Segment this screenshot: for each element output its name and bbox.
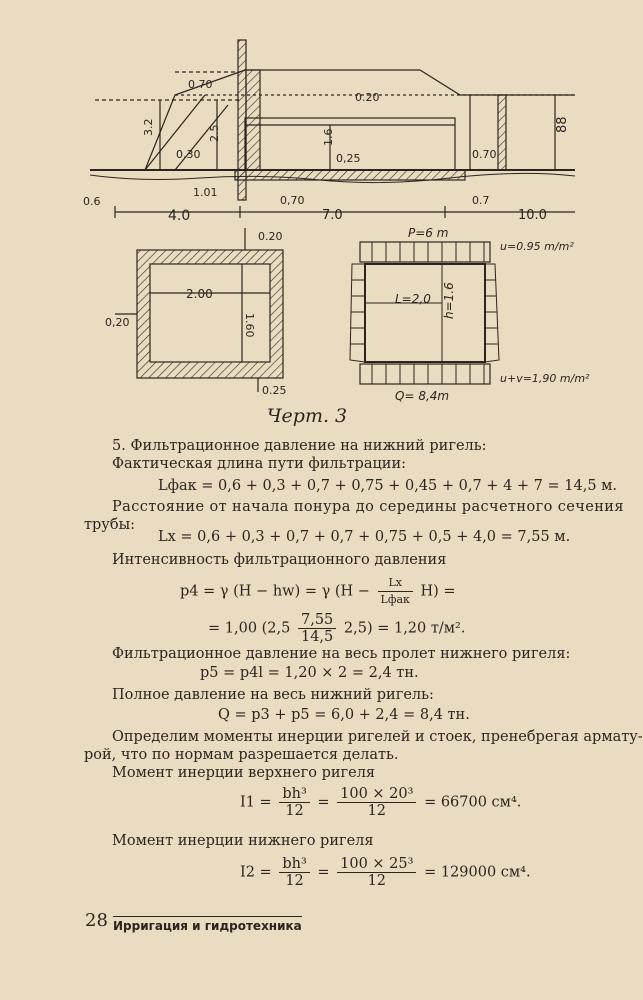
fraction-denominator: 12 bbox=[285, 873, 304, 889]
text-line: Момент инерции верхнего ригеля bbox=[112, 765, 376, 781]
section-025: 0.25 bbox=[262, 384, 287, 397]
pipe-cross-section bbox=[115, 228, 284, 392]
dim-030: 0,30 bbox=[176, 148, 201, 161]
dim-101: 1.01 bbox=[193, 186, 218, 199]
section-labels: 0.20 2.00 1.60 0,20 0.25 bbox=[105, 230, 287, 397]
dim-020: 0.20 bbox=[355, 91, 380, 104]
dim-100: 10.0 bbox=[518, 208, 547, 223]
formula-lfak: Lфак = 0,6 + 0,3 + 0,7 + 0,75 + 0,45 + 0… bbox=[158, 478, 618, 494]
fraction-denominator: 14,5 bbox=[300, 629, 334, 645]
formula-lx: Lx = 0,6 + 0,3 + 0,7 + 0,7 + 0,75 + 0,5 … bbox=[158, 529, 571, 545]
text-line: Фактическая длина пути фильтрации: bbox=[112, 456, 407, 472]
page-number: 28 bbox=[85, 910, 108, 931]
dim-40: 4.0 bbox=[168, 208, 190, 224]
dim-070b: 0,70 bbox=[280, 194, 305, 207]
engineering-drawing: 0.70 3.2 2.5 0,30 1.01 0.20 1.6 0,25 0,7… bbox=[83, 39, 590, 403]
text-line: Полное давление на весь нижний ригель: bbox=[112, 687, 434, 703]
dim-88: 88 bbox=[555, 116, 570, 133]
formula-part: = bbox=[317, 794, 330, 811]
frame-load-uv: u+v=1,90 m/m² bbox=[500, 372, 590, 385]
dim-070c: 0.70 bbox=[472, 148, 497, 161]
frame-load-diagram bbox=[349, 241, 500, 385]
formula-part: p4 = γ (H − hw) = γ (H − bbox=[180, 583, 370, 600]
formula-part: = 129000 см⁴. bbox=[424, 864, 531, 881]
dim-070: 0.70 bbox=[188, 78, 213, 91]
section-200: 2.00 bbox=[186, 287, 213, 301]
dim-70: 7.0 bbox=[322, 208, 343, 223]
formula-part: I2 = bbox=[240, 864, 272, 881]
longitudinal-profile bbox=[89, 39, 576, 218]
fraction-numerator: 100 × 20³ bbox=[337, 786, 417, 803]
frame-load-p: P=6 m bbox=[408, 226, 448, 240]
dim-32: 3.2 bbox=[142, 119, 155, 137]
text-line: Расстояние от начала понура до середины … bbox=[112, 499, 624, 515]
figure-caption: Черт. 3 bbox=[266, 405, 348, 427]
section-020-top: 0.20 bbox=[258, 230, 283, 243]
formula-part: 2,5) = 1,20 т/м². bbox=[343, 620, 466, 637]
formula-part: H) = bbox=[420, 583, 456, 600]
profile-labels: 0.70 3.2 2.5 0,30 1.01 0.20 1.6 0,25 0,7… bbox=[83, 78, 570, 224]
frame-load-u: u=0.95 m/m² bbox=[500, 240, 574, 253]
dim-25: 2.5 bbox=[208, 125, 221, 143]
frame-span-l: L=2,0 bbox=[395, 292, 431, 306]
formula-part: I1 = bbox=[240, 794, 272, 811]
fraction-numerator: 7,55 bbox=[297, 612, 337, 629]
formula-p5: p5 = p4l = 1,20 × 2 = 2,4 тн. bbox=[200, 665, 419, 681]
paragraph-heading: 5. Фильтрационное давление на нижний риг… bbox=[112, 438, 487, 454]
text-line: Определим моменты инерции ригелей и стое… bbox=[112, 729, 643, 745]
dim-16: 1.6 bbox=[322, 129, 335, 147]
running-footer-title: Ирригация и гидротехника bbox=[113, 916, 302, 933]
dim-025: 0,25 bbox=[336, 152, 361, 165]
fraction-numerator: bh³ bbox=[279, 786, 310, 803]
frame-load-q: Q= 8,4m bbox=[395, 389, 449, 403]
fraction-numerator: Lx bbox=[377, 575, 413, 592]
section-160: 1.60 bbox=[243, 313, 256, 338]
section-020-side: 0,20 bbox=[105, 316, 130, 329]
text-line: рой, что по нормам разрешается делать. bbox=[84, 747, 399, 763]
formula-part: = 1,00 (2,5 bbox=[208, 620, 291, 637]
text-line: Фильтрационное давление на весь пролет н… bbox=[112, 646, 571, 662]
frame-height-h: h=1.6 bbox=[442, 282, 456, 319]
fraction-denominator: Lфак bbox=[380, 593, 410, 606]
text-line: трубы: bbox=[84, 517, 135, 533]
dim-06: 0.6 bbox=[83, 195, 101, 208]
formula-part: = bbox=[317, 864, 330, 881]
formula-part: = 66700 см⁴. bbox=[424, 794, 522, 811]
fraction-numerator: 100 × 25³ bbox=[337, 856, 417, 873]
formula-q: Q = p3 + p5 = 6,0 + 2,4 = 8,4 тн. bbox=[218, 707, 470, 723]
dim-07: 0.7 bbox=[472, 194, 490, 207]
fraction-denominator: 12 bbox=[367, 873, 387, 889]
fraction-denominator: 12 bbox=[367, 803, 387, 819]
text-line: Интенсивность фильтрационного давления bbox=[112, 552, 447, 568]
text-line: Момент инерции нижнего ригеля bbox=[112, 833, 374, 849]
frame-labels: P=6 m u=0.95 m/m² L=2,0 h=1.6 u+v=1,90 m… bbox=[395, 226, 590, 403]
fraction-numerator: bh³ bbox=[279, 856, 310, 873]
fraction-denominator: 12 bbox=[285, 803, 304, 819]
